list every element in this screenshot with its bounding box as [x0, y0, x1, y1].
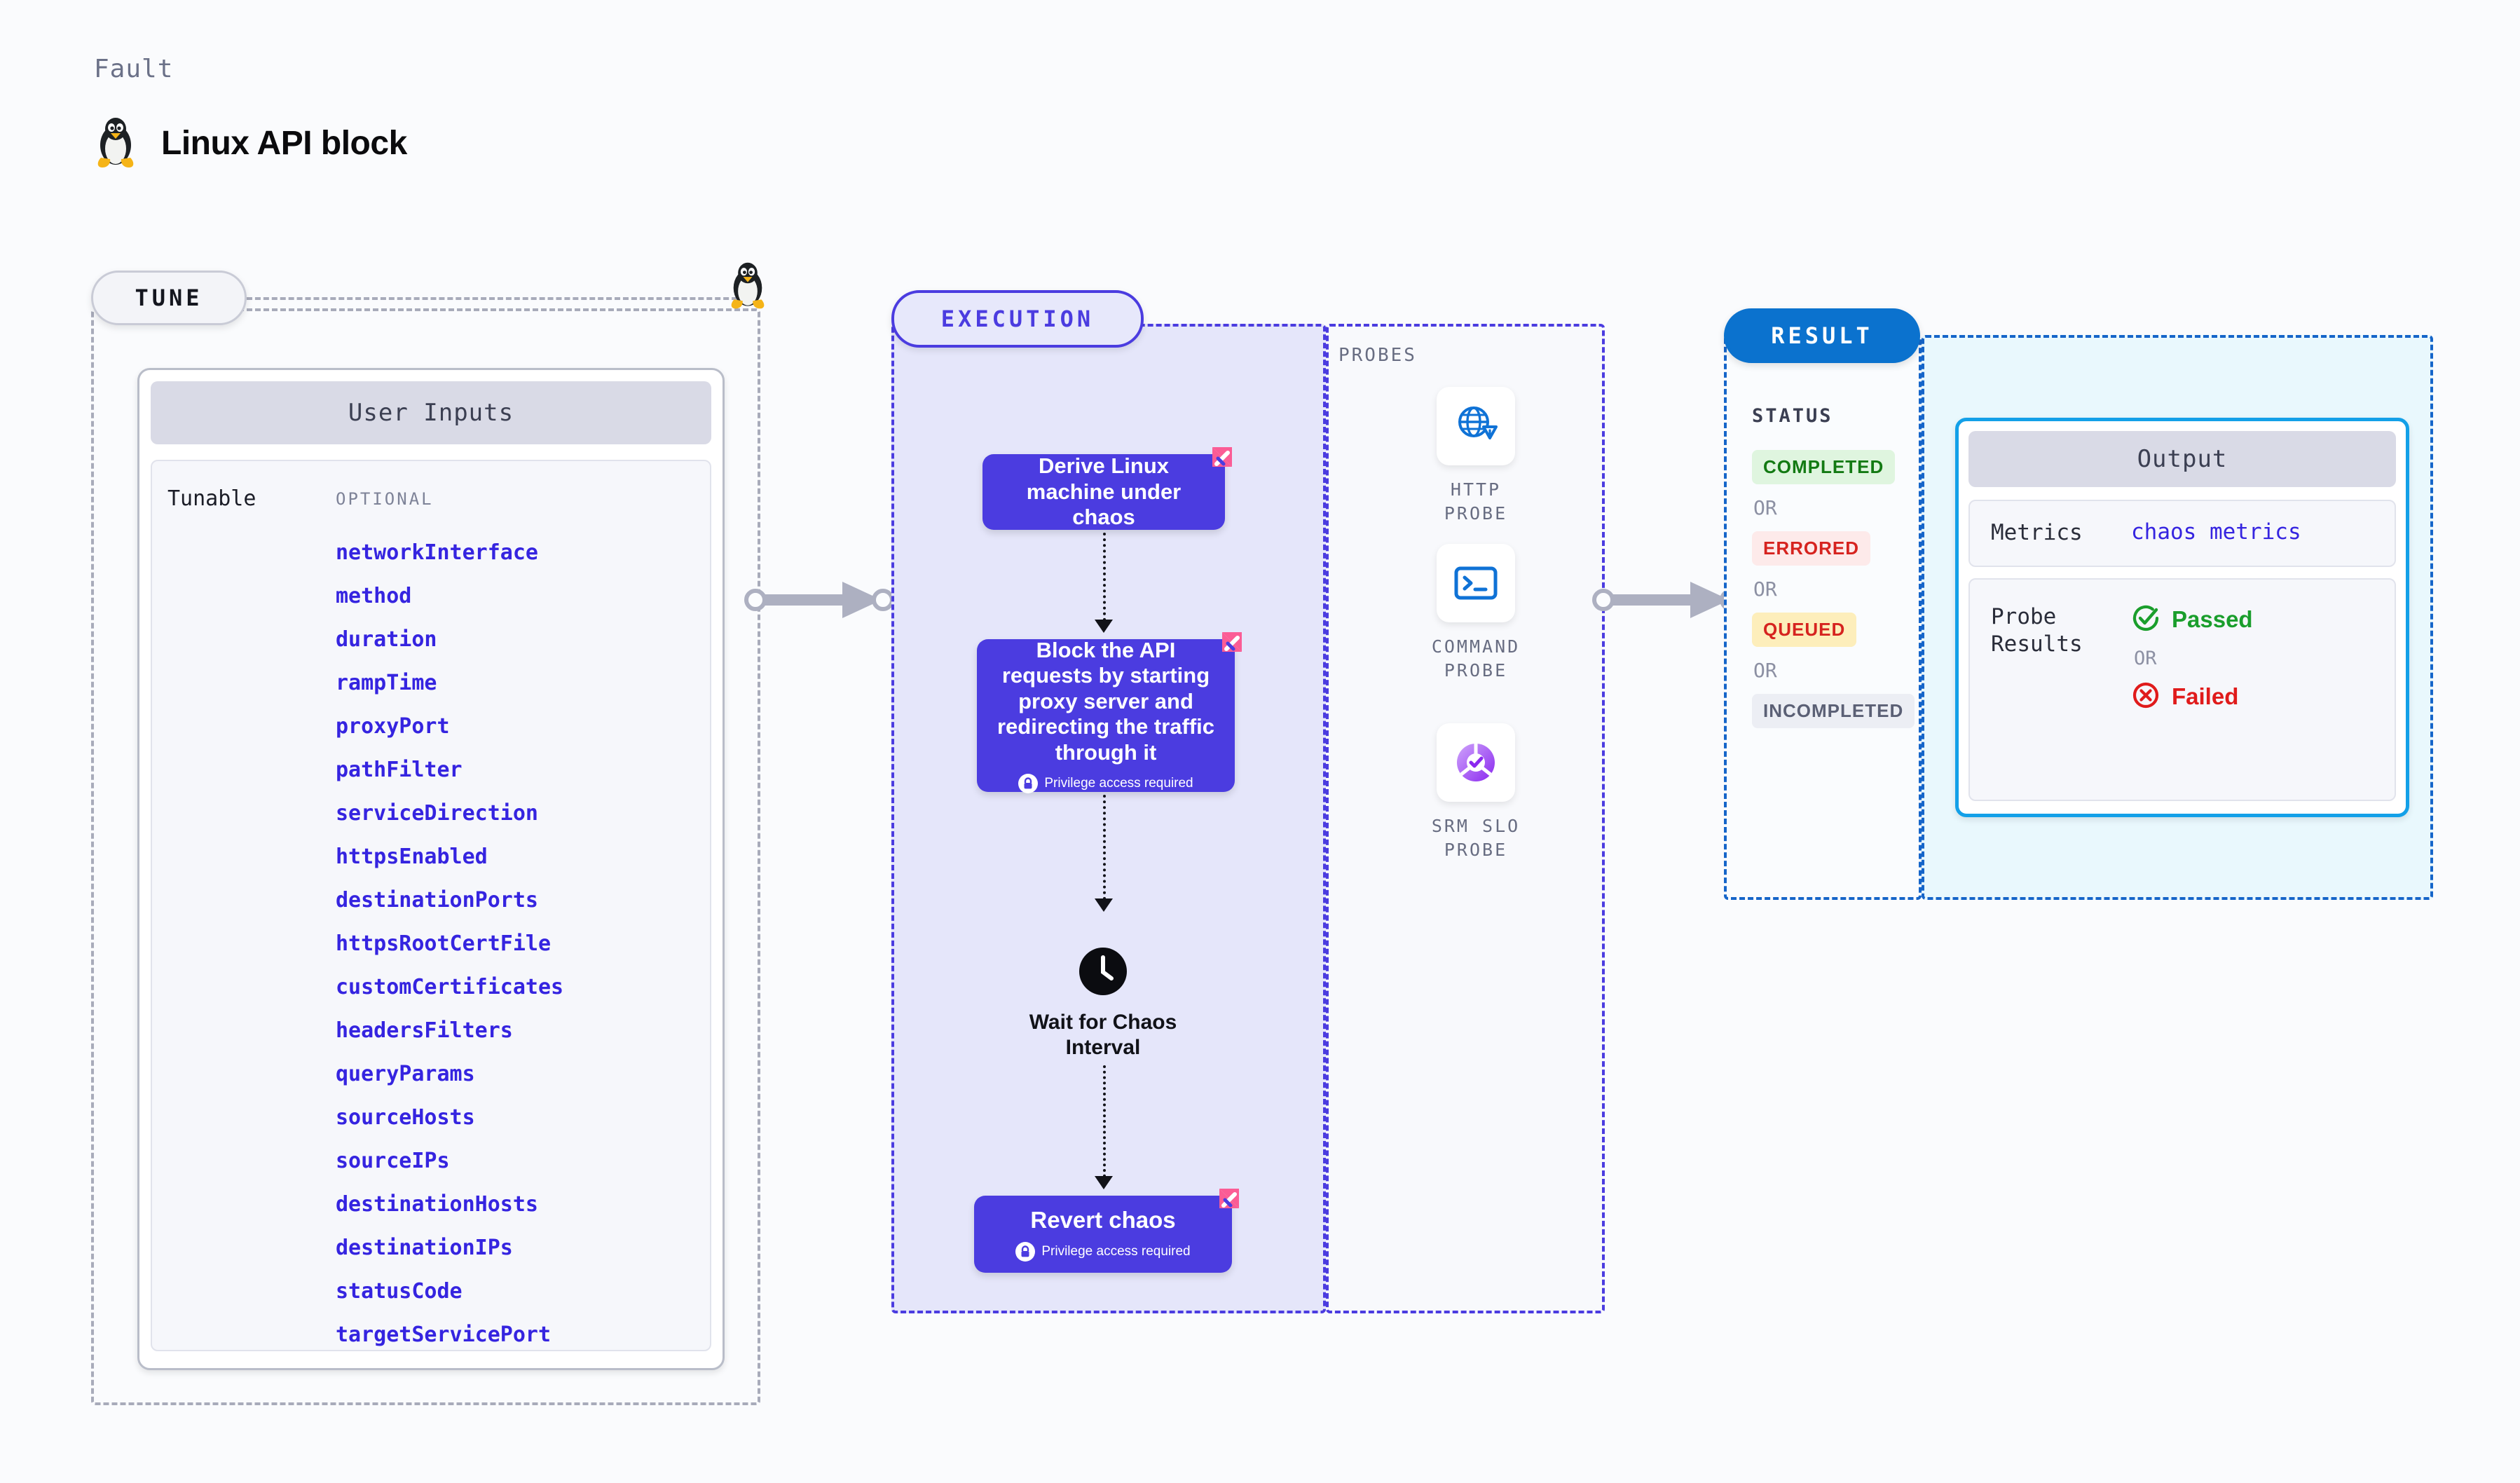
tunable-parameter[interactable]: customCertificates [336, 975, 564, 999]
tunable-parameter[interactable]: pathFilter [336, 758, 463, 782]
probe-label-srm-slo: SRM SLO PROBE [1431, 816, 1521, 860]
execution-node-block[interactable]: Block the API requests by starting proxy… [977, 632, 1242, 794]
tunable-parameter[interactable]: sourceHosts [336, 1105, 475, 1130]
output-card: Output Metrics chaos metrics Probe Resul… [1955, 418, 2409, 817]
status-badge: INCOMPLETED [1752, 694, 1915, 728]
tunable-parameter[interactable]: networkInterface [336, 540, 538, 565]
tunable-parameter[interactable]: duration [336, 627, 437, 652]
stage-pill-execution[interactable]: EXECUTION [891, 290, 1144, 348]
tunable-parameter[interactable]: httpsRootCertFile [336, 931, 552, 956]
optional-label: OPTIONAL [336, 489, 434, 509]
globe-warning-icon [1437, 387, 1515, 465]
probe-result-passed-label: Passed [2172, 606, 2253, 633]
tunable-parameter[interactable]: queryParams [336, 1062, 475, 1086]
linux-penguin-corner-icon [727, 261, 768, 315]
tunable-parameter[interactable]: method [336, 584, 412, 608]
execution-connector-2 [1103, 795, 1106, 900]
probe-result-failed: Failed [2131, 681, 2253, 713]
execution-connector-3 [1103, 1065, 1106, 1177]
execution-node-revert-text: Revert chaos [1030, 1206, 1176, 1233]
tunable-parameter[interactable]: rampTime [336, 671, 437, 695]
status-or-label: OR [1753, 659, 1777, 682]
tunable-parameter[interactable]: destinationIPs [336, 1236, 513, 1260]
user-inputs-card: User Inputs Tunable OPTIONAL networkInte… [137, 368, 725, 1370]
status-badge: ERRORED [1752, 531, 1871, 566]
stage-pill-result[interactable]: RESULT [1724, 308, 1920, 363]
tunable-label: Tunable [167, 486, 256, 511]
probes-section-title: PROBES [1338, 345, 1417, 366]
status-or-label: OR [1753, 496, 1777, 519]
lock-icon [1018, 774, 1039, 794]
output-card-title: Output [1968, 431, 2396, 487]
probe-item-srm-slo[interactable]: SRM SLO PROBE [1420, 723, 1532, 862]
output-metrics-value[interactable]: chaos metrics [2131, 519, 2301, 545]
probe-result-or-label: OR [2134, 647, 2157, 669]
result-status-list: COMPLETED OR ERRORED OR QUEUED OR INCOMPLETED [1752, 450, 1915, 728]
fault-eyebrow-label: Fault [94, 55, 174, 83]
tunable-parameter-list: networkInterface method duration rampTime pr… [336, 531, 563, 1357]
fault-title-row: Linux API block [94, 116, 407, 170]
execution-node-wait-label: Wait for Chaos Interval [1029, 1011, 1177, 1059]
execution-node-revert[interactable]: Revert chaos Privilege access required [974, 1189, 1239, 1273]
tunable-parameter[interactable]: httpsEnabled [336, 845, 488, 869]
probe-item-command[interactable]: COMMAND PROBE [1420, 544, 1532, 683]
output-metrics-key: Metrics [1991, 520, 2083, 545]
tune-stage-box [91, 308, 760, 1405]
execution-arrowhead-1 [1095, 620, 1113, 633]
tunable-parameter[interactable]: headersFilters [336, 1018, 513, 1043]
output-probe-results-row: Probe Results Passed OR [1968, 578, 2396, 801]
execution-arrowhead-2 [1095, 898, 1113, 912]
tunable-parameter[interactable]: proxyPort [336, 714, 450, 739]
execution-node-block-text: Block the API requests by starting proxy… [997, 637, 1215, 765]
execution-to-result-connector [1592, 575, 1746, 629]
stage-pill-tune[interactable]: TUNE [91, 271, 247, 325]
terminal-icon [1437, 544, 1515, 622]
output-probe-results-key: Probe Results [1991, 603, 2083, 657]
output-metrics-row: Metrics chaos metrics [1968, 500, 2396, 567]
clock-icon [1078, 946, 1128, 1000]
execution-node-wait[interactable]: Wait for Chaos Interval [1015, 946, 1191, 1060]
tunable-parameter[interactable]: destinationPorts [336, 888, 538, 913]
linux-penguin-icon [94, 116, 137, 170]
tunable-parameter[interactable]: sourceIPs [336, 1149, 450, 1173]
tunable-parameter[interactable]: targetServicePort [336, 1323, 552, 1347]
privilege-required-label-revert: Privilege access required [1041, 1244, 1191, 1259]
probe-label-command: COMMAND PROBE [1431, 636, 1521, 681]
x-circle-icon [2131, 681, 2161, 713]
status-badge: QUEUED [1752, 613, 1857, 647]
probe-result-passed: Passed [2131, 603, 2253, 636]
execution-arrowhead-3 [1095, 1176, 1113, 1189]
fault-title: Linux API block [161, 124, 407, 162]
privilege-required-label-block: Privilege access required [1044, 776, 1193, 791]
status-or-label: OR [1753, 578, 1777, 601]
result-status-title: STATUS [1752, 405, 1833, 427]
execution-node-derive-text: Derive Linux machine under chaos [1026, 453, 1182, 530]
privilege-required-row-revert: Privilege access required [1015, 1242, 1191, 1262]
probe-result-failed-label: Failed [2172, 683, 2239, 710]
check-circle-icon [2131, 603, 2161, 636]
user-inputs-card-title: User Inputs [151, 381, 711, 444]
tune-to-execution-connector [744, 575, 898, 629]
tunable-parameter[interactable]: serviceDirection [336, 801, 538, 826]
status-badge: COMPLETED [1752, 450, 1896, 484]
tunable-parameter[interactable]: destinationHosts [336, 1192, 538, 1217]
probe-item-http[interactable]: HTTP PROBE [1420, 387, 1532, 526]
tunable-parameter[interactable]: statusCode [336, 1279, 463, 1304]
probe-label-http: HTTP PROBE [1444, 479, 1508, 524]
execution-node-derive[interactable]: Derive Linux machine under chaos [982, 447, 1232, 530]
user-inputs-card-body: Tunable OPTIONAL networkInterface method d… [151, 460, 711, 1351]
probes-stage-box [1326, 324, 1605, 1313]
tune-top-dash-line [247, 297, 746, 300]
probe-results-values: Passed OR Failed [2131, 603, 2253, 713]
execution-connector-1 [1103, 533, 1106, 621]
lock-icon [1015, 1242, 1036, 1262]
slo-donut-check-icon [1437, 723, 1515, 802]
privilege-required-row-block: Privilege access required [1018, 774, 1193, 794]
